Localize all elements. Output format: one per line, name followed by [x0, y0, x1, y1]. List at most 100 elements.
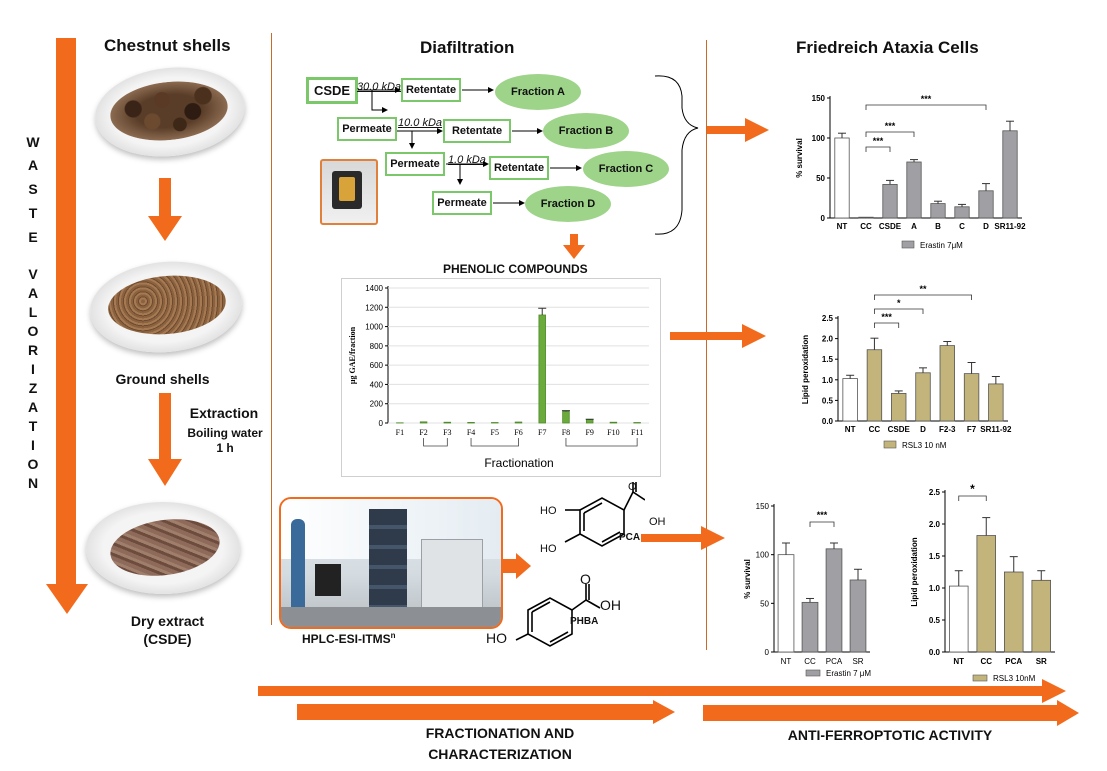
bar [777, 554, 795, 653]
fraction-bracket [565, 438, 638, 447]
fractionation-arrow [297, 700, 675, 724]
y-tick-label: 0 [821, 214, 826, 223]
bar [976, 535, 997, 653]
bar [978, 190, 994, 219]
significance-bracket [874, 294, 972, 300]
bar [467, 422, 475, 424]
waste-letter: T [28, 205, 38, 221]
diafiltration-arrows [358, 75, 699, 235]
waste-letter: A [27, 157, 39, 173]
y-tick-label: 600 [370, 361, 384, 370]
y-tick-label: 150 [756, 502, 770, 511]
hplc-photo [279, 497, 503, 629]
bar [882, 184, 898, 219]
fractionation-line2: CHARACTERIZATION [428, 746, 572, 762]
y-axis-label: % survival [795, 138, 804, 178]
kda-1-label: 1.0 kDa [448, 154, 486, 166]
legend-swatch [901, 240, 915, 249]
phba-label: PHBA [570, 616, 599, 627]
bar [954, 206, 970, 219]
retentate-box-1: Retentate [401, 78, 461, 102]
x-tick-label: NT [845, 425, 856, 434]
x-tick-label: CC [869, 425, 881, 434]
permeate-box-1: Permeate [337, 117, 397, 141]
hplc-table [281, 607, 501, 627]
significance-label: *** [881, 312, 892, 322]
y-tick-label: 1.5 [929, 552, 941, 561]
arrow-diafiltration-to-cells [707, 118, 769, 142]
x-tick-label: B [935, 222, 941, 231]
x-tick-label: A [911, 222, 917, 231]
pca-structure [564, 482, 645, 547]
bar [915, 372, 931, 422]
valorization-letter: I [31, 437, 35, 453]
diafiltration-device-photo [320, 159, 378, 225]
bar [930, 203, 946, 219]
pca-label: PCA [619, 532, 641, 543]
y-tick-label: 50 [760, 599, 769, 608]
pca-o: O [628, 481, 637, 493]
phba-structure [515, 584, 601, 647]
waste-letter: W [26, 134, 40, 150]
y-axis-label: Lipid peroxidation [801, 335, 810, 404]
x-tick-label: SR [852, 657, 863, 666]
bar [1004, 571, 1024, 653]
hplc-stack [369, 509, 407, 619]
x-tick-label: NT [781, 657, 792, 666]
y-tick-label: 150 [812, 94, 826, 103]
phenolic-chart-frame [341, 278, 661, 477]
significance-label: * [970, 482, 975, 496]
bar [939, 345, 955, 422]
hplc-tank [291, 519, 305, 619]
legend-label: Erastin 7 μM [826, 669, 871, 678]
x-tick-label: F7 [538, 428, 546, 437]
legend-label: RSL3 10nM [993, 674, 1036, 683]
y-tick-label: 0.0 [929, 648, 941, 657]
significance-bracket [865, 104, 987, 110]
legend-label: RSL3 10 nM [902, 441, 947, 450]
y-tick-label: 0 [765, 648, 770, 657]
x-tick-label: F2-3 [939, 425, 956, 434]
significance-label: *** [921, 94, 932, 104]
significance-label: * [897, 298, 901, 308]
ground-shells-label: Ground shells [115, 371, 210, 387]
significance-label: *** [885, 121, 896, 131]
x-tick-label: D [983, 222, 989, 231]
fraction-bracket [423, 438, 448, 447]
x-tick-label: NT [953, 657, 964, 666]
waste-letter: S [28, 181, 38, 197]
valorization-letter: L [28, 304, 38, 320]
y-tick-label: 400 [370, 380, 384, 389]
x-tick-label: CC [980, 657, 992, 666]
x-axis-label: Fractionation [484, 456, 553, 470]
x-tick-label: F3 [443, 428, 451, 437]
arrow-pca-to-cells [641, 526, 725, 550]
valorization-letter: T [28, 418, 38, 434]
x-tick-label: CC [804, 657, 816, 666]
y-axis-label: Lipid peroxidation [910, 537, 919, 606]
arrow-hplc-to-structures [503, 553, 531, 579]
phenolic-title: PHENOLIC COMPOUNDS [443, 262, 588, 276]
pca-ho-2: HO [540, 543, 557, 555]
bar [988, 383, 1004, 422]
bar [906, 161, 922, 219]
legend-swatch [883, 440, 897, 449]
phba-o: O [580, 571, 591, 587]
significance-bracket [958, 495, 987, 501]
x-tick-label: D [920, 425, 926, 434]
bar [834, 137, 850, 219]
y-tick-label: 0.0 [822, 417, 834, 426]
legend-swatch [805, 669, 821, 677]
y-tick-label: 2.5 [929, 488, 941, 497]
y-tick-label: 0.5 [822, 396, 834, 405]
bar [801, 601, 819, 653]
x-tick-label: F5 [491, 428, 499, 437]
bar [514, 421, 523, 424]
x-tick-label: F11 [631, 428, 643, 437]
fractionation-line1: FRACTIONATION AND [425, 725, 575, 741]
pca-oh: OH [649, 516, 666, 528]
y-tick-label: 1.5 [822, 355, 834, 364]
y-tick-label: 2.0 [822, 335, 834, 344]
